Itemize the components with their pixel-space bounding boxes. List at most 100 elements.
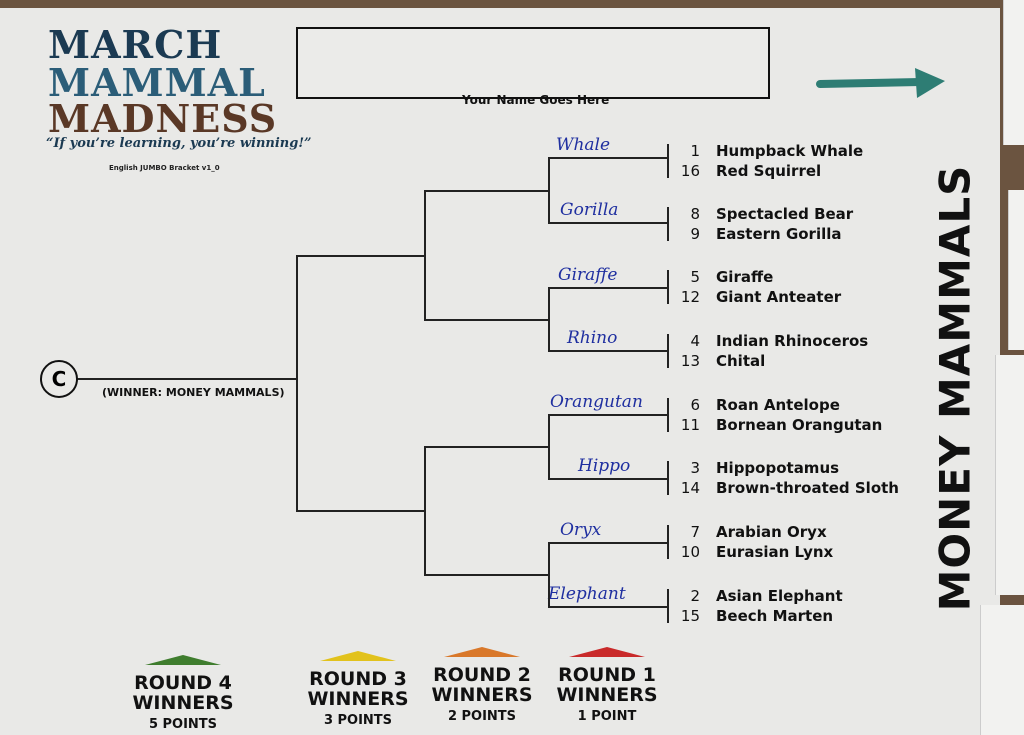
team-name: Indian Rhinoceros (716, 332, 869, 350)
seed-number: 1 (690, 142, 700, 160)
bracket-sheet (0, 8, 1000, 735)
matchup-bracket-line (667, 144, 669, 178)
legend-title: ROUND 4 (134, 672, 232, 694)
arrow-right-icon (816, 68, 945, 98)
team-name: Hippopotamus (716, 459, 840, 477)
adjacent-sheet (995, 355, 1024, 595)
legend-round-4: ROUND 4 WINNERS 5 POINTS (113, 655, 253, 732)
seed-number: 3 (690, 459, 700, 477)
round1-pick[interactable]: Orangutan (550, 392, 643, 412)
bracket-version: English JUMBO Bracket v1_0 (109, 164, 220, 172)
round2-connector (548, 157, 550, 222)
round1-winner-line (548, 157, 668, 159)
round1-winner-line (548, 222, 668, 224)
seed-number: 10 (680, 543, 700, 561)
team-name: Eastern Gorilla (716, 225, 842, 243)
seed-number: 9 (690, 225, 700, 243)
seed-number: 16 (680, 162, 700, 180)
team-name: Bornean Orangutan (716, 416, 883, 434)
team-name: Humpback Whale (716, 142, 864, 160)
round1-pick[interactable]: Rhino (567, 328, 618, 348)
round1-winner-line (548, 606, 668, 608)
round1-winner-line (548, 414, 668, 416)
legend-points: 5 POINTS (148, 717, 218, 732)
seed-number: 5 (690, 268, 700, 286)
seed-number: 15 (680, 607, 700, 625)
team-name: Asian Elephant (716, 587, 843, 605)
legend-points: 2 POINTS (447, 709, 517, 724)
seed-number: 4 (690, 332, 700, 350)
matchup-bracket-line (667, 207, 669, 241)
triangle-marker-icon (444, 647, 520, 657)
team-name: Eurasian Lynx (716, 543, 834, 561)
round1-winner-line (548, 542, 668, 544)
legend-title: ROUND 1 (558, 664, 656, 686)
seed-number: 13 (680, 352, 700, 370)
round3-winner-line[interactable] (296, 255, 424, 257)
seed-number: 14 (680, 479, 700, 497)
legend-round-1: ROUND 1 WINNERS 1 POINT (537, 647, 677, 724)
logo-row-madness: MADNESS (48, 96, 278, 141)
region-title: MONEY MAMMALS (930, 164, 980, 612)
team-name: Spectacled Bear (716, 205, 854, 223)
triangle-marker-icon (145, 655, 221, 665)
triangle-marker-icon (320, 651, 396, 661)
legend-subtitle: WINNERS (132, 692, 234, 714)
seed-number: 7 (690, 523, 700, 541)
team-name: Brown-throated Sloth (716, 479, 899, 497)
seed-number: 6 (690, 396, 700, 414)
team-name: Giraffe (716, 268, 774, 286)
logo-row-march: MARCH (48, 22, 223, 67)
round1-pick[interactable]: Giraffe (558, 265, 618, 285)
legend-subtitle: WINNERS (556, 684, 658, 706)
legend-points: 1 POINT (577, 709, 637, 724)
team-name: Red Squirrel (716, 162, 822, 180)
round2-winner-line[interactable] (424, 574, 548, 576)
logo-tagline: “If you’re learning, you’re winning!” (46, 136, 312, 151)
round3-connector (424, 190, 426, 319)
round1-winner-line (548, 350, 668, 352)
legend-title: ROUND 3 (309, 668, 407, 690)
round1-pick[interactable]: Gorilla (560, 200, 619, 220)
championship-label: (WINNER: MONEY MAMMALS) (102, 386, 285, 399)
team-name: Arabian Oryx (716, 523, 827, 541)
round2-connector (548, 414, 550, 478)
seed-number: 2 (690, 587, 700, 605)
name-field[interactable] (296, 27, 770, 99)
team-name: Chital (716, 352, 766, 370)
adjacent-sheet (980, 605, 1024, 735)
round1-winner-line (548, 287, 668, 289)
adjacent-sheet (1008, 190, 1024, 350)
team-name: Roan Antelope (716, 396, 840, 414)
round4-winner-line[interactable] (76, 378, 296, 380)
round2-winner-line[interactable] (424, 446, 548, 448)
round1-pick[interactable]: Hippo (578, 456, 631, 476)
legend-round-2: ROUND 2 WINNERS 2 POINTS (412, 647, 552, 724)
team-name: Beech Marten (716, 607, 834, 625)
adjacent-sheet (1003, 0, 1024, 145)
round1-pick[interactable]: Oryx (560, 520, 602, 540)
seed-number: 12 (680, 288, 700, 306)
triangle-marker-icon (569, 647, 645, 657)
round3-connector (424, 446, 426, 574)
round4-connector (296, 255, 298, 510)
round1-winner-line (548, 478, 668, 480)
legend-points: 3 POINTS (323, 713, 393, 728)
round1-pick[interactable]: Elephant (548, 584, 626, 604)
legend-subtitle: WINNERS (307, 688, 409, 710)
name-field-label: Your Name Goes Here (462, 93, 610, 107)
legend-subtitle: WINNERS (431, 684, 533, 706)
championship-badge: C (40, 360, 78, 398)
round1-pick[interactable]: Whale (556, 135, 611, 155)
logo-row-mammal: MAMMAL (48, 60, 266, 105)
team-name: Giant Anteater (716, 288, 842, 306)
seed-number: 8 (690, 205, 700, 223)
seed-number: 11 (680, 416, 700, 434)
round2-winner-line[interactable] (424, 190, 548, 192)
round2-winner-line[interactable] (424, 319, 548, 321)
legend-title: ROUND 2 (433, 664, 531, 686)
legend-round-3: ROUND 3 WINNERS 3 POINTS (288, 651, 428, 728)
round2-connector (548, 287, 550, 350)
round3-winner-line[interactable] (296, 510, 424, 512)
round2-connector (548, 542, 550, 606)
